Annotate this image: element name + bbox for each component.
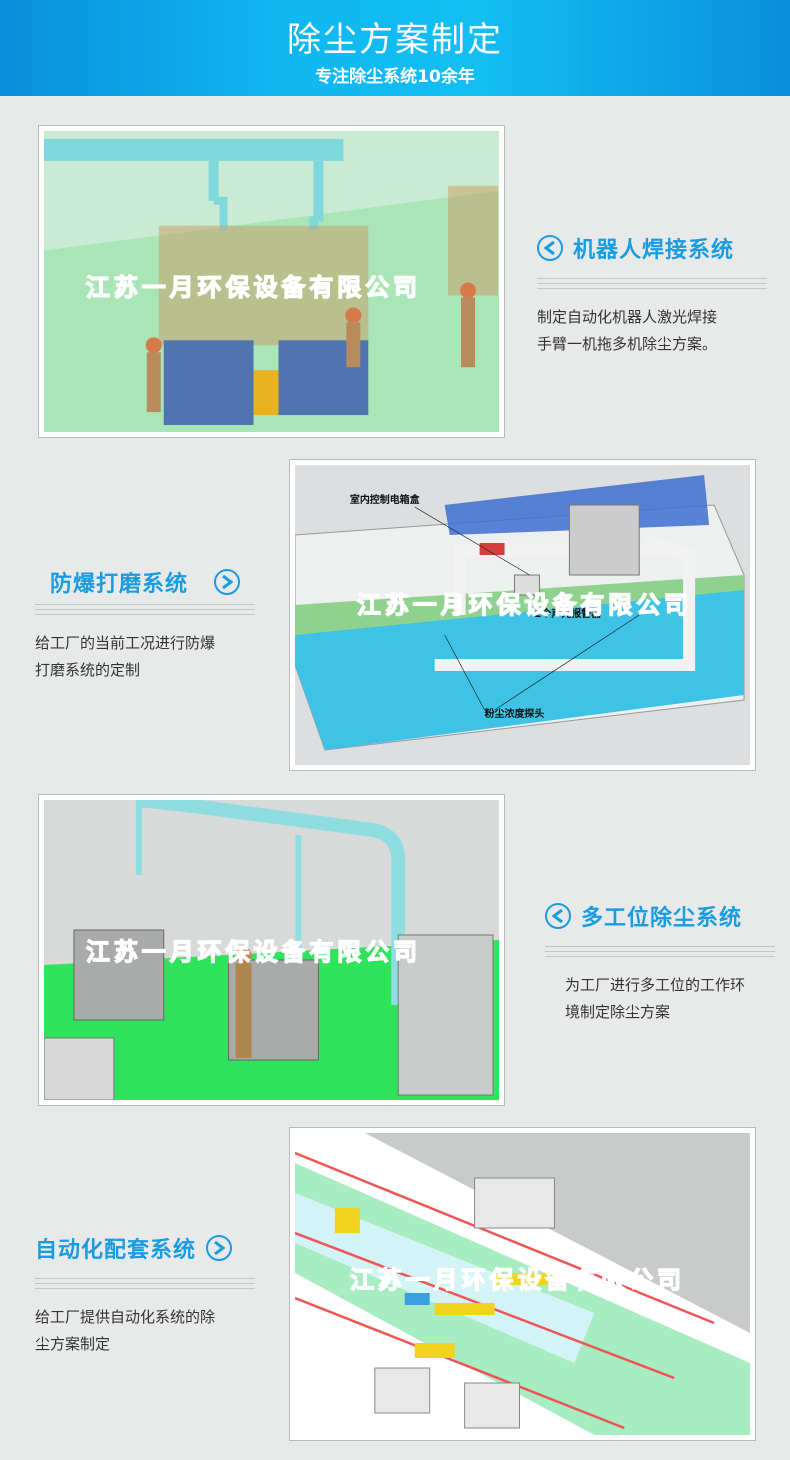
- desc-line: 境制定除尘方案: [565, 1003, 671, 1021]
- decorative-text-lines: [35, 600, 255, 616]
- chevron-right-circle-icon: [206, 1235, 233, 1261]
- chevron-left-circle-icon: [537, 235, 563, 261]
- decorative-text-lines: [35, 1274, 255, 1290]
- section-description: 给工厂的当前工况进行防爆 打磨系统的定制: [35, 630, 255, 684]
- chevron-left-circle-icon: [545, 903, 571, 929]
- section-description: 为工厂进行多工位的工作环 境制定除尘方案: [565, 972, 775, 1026]
- desc-line: 为工厂进行多工位的工作环: [565, 976, 746, 994]
- desc-line: 给工厂提供自动化系统的除: [35, 1308, 216, 1326]
- decorative-text-lines: [537, 274, 767, 290]
- section-description: 给工厂提供自动化系统的除 尘方案制定: [35, 1304, 265, 1358]
- page-title: 除尘方案制定: [287, 20, 503, 60]
- automation-system-image: 江苏一月环保设备有限公司: [289, 1127, 756, 1441]
- desc-line: 尘方案制定: [35, 1335, 111, 1353]
- page-subtitle: 专注除尘系统10余年: [315, 67, 475, 87]
- desc-line: 制定自动化机器人激光焊接: [537, 308, 718, 326]
- image-label: 2个声光报警器: [534, 607, 602, 620]
- image-label: 室内控制电箱盒: [350, 493, 421, 506]
- page-header: 除尘方案制定 专注除尘系统10余年: [0, 0, 790, 96]
- decorative-text-lines: [545, 942, 775, 958]
- watermark: 江苏一月环保设备有限公司: [350, 1266, 685, 1294]
- desc-line: 手臂一机拖多机除尘方案。: [537, 335, 718, 353]
- watermark: 江苏一月环保设备有限公司: [357, 591, 692, 619]
- image-label: 粉尘浓度探头: [485, 707, 545, 720]
- section-automation: 自动化配套系统 给工厂提供自动化系统的除 尘方案制定: [35, 1232, 265, 1358]
- desc-line: 给工厂的当前工况进行防爆: [35, 634, 216, 652]
- desc-line: 打磨系统的定制: [35, 661, 141, 679]
- section-multi-station: 多工位除尘系统 为工厂进行多工位的工作环 境制定除尘方案: [545, 900, 775, 1026]
- explosion-proof-grinding-image: 室内控制电箱盒 2个声光报警器 粉尘浓度探头 江苏一月环保设备有限公司: [289, 459, 756, 771]
- chevron-right-circle-icon: [214, 569, 241, 595]
- multi-station-image: 江苏一月环保设备有限公司: [38, 794, 505, 1106]
- watermark: 江苏一月环保设备有限公司: [86, 273, 421, 301]
- robot-welding-image: 江苏一月环保设备有限公司: [38, 125, 505, 438]
- section-title: 多工位除尘系统: [581, 906, 743, 931]
- section-explosion-proof-grinding: 防爆打磨系统: [50, 566, 280, 598]
- section-title: 防爆打磨系统: [50, 572, 189, 597]
- section-title: 机器人焊接系统: [573, 238, 735, 263]
- section-title: 自动化配套系统: [35, 1238, 197, 1263]
- section-explosion-proof-text: 给工厂的当前工况进行防爆 打磨系统的定制: [35, 600, 255, 684]
- section-robot-welding: 机器人焊接系统 制定自动化机器人激光焊接 手臂一机拖多机除尘方案。: [537, 232, 767, 358]
- section-description: 制定自动化机器人激光焊接 手臂一机拖多机除尘方案。: [537, 304, 767, 358]
- watermark: 江苏一月环保设备有限公司: [86, 938, 421, 966]
